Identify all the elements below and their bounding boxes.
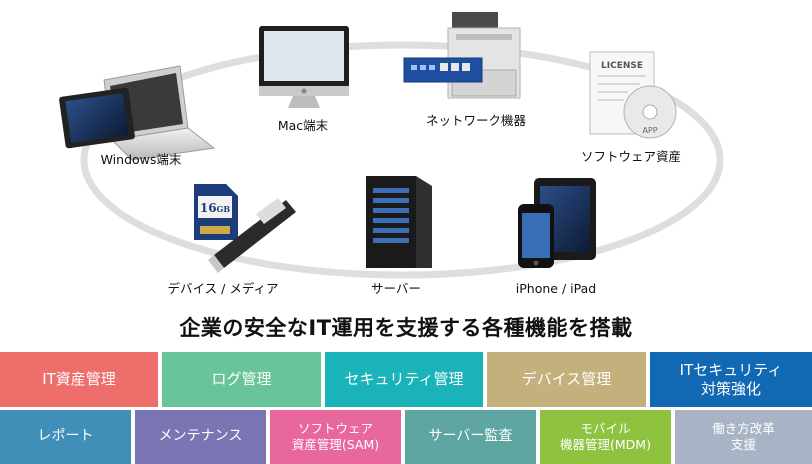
iphone-ipad-icon — [518, 178, 596, 268]
label-server: サーバー — [371, 281, 421, 296]
label-media: デバイス / メディア — [168, 281, 279, 296]
feature-label: ITセキュリティ — [679, 360, 783, 379]
feature-label: デバイス管理 — [521, 370, 612, 389]
feature-server-audit[interactable]: サーバー監査 — [405, 410, 536, 464]
label-windows: Windows端末 — [101, 152, 182, 167]
feature-log[interactable]: ログ管理 — [162, 352, 321, 407]
license-text: LICENSE — [601, 61, 643, 71]
sd-capacity-text: 16GB — [200, 201, 231, 215]
feature-it-security[interactable]: ITセキュリティ 対策強化 — [650, 352, 812, 407]
feature-label-2: 対策強化 — [700, 379, 761, 398]
server-rack-icon — [366, 176, 432, 268]
network-device-icon — [403, 12, 521, 99]
app-text: APP — [642, 126, 657, 135]
connection-ring — [80, 41, 724, 279]
label-iphone: iPhone / iPad — [516, 281, 596, 296]
label-network: ネットワーク機器 — [426, 113, 527, 128]
feature-report[interactable]: レポート — [0, 410, 131, 464]
feature-label: ソフトウェア — [297, 421, 373, 437]
windows-laptop-icon — [59, 65, 216, 161]
feature-label: レポート — [37, 428, 94, 445]
feature-device[interactable]: デバイス管理 — [487, 352, 646, 407]
sd-card-usb-icon: 16GB — [194, 184, 296, 273]
feature-security[interactable]: セキュリティ管理 — [325, 352, 483, 407]
headline: 企業の安全なIT運用を支援する各種機能を搭載 — [179, 316, 633, 340]
label-mac: Mac端末 — [278, 118, 329, 133]
feature-workstyle[interactable]: 働き方改革 支援 — [675, 410, 812, 464]
software-license-icon: LICENSE APP — [589, 51, 677, 139]
feature-mdm[interactable]: モバイル 機器管理(MDM) — [540, 410, 671, 464]
feature-label: メンテナンス — [158, 428, 243, 445]
label-software: ソフトウェア資産 — [581, 149, 681, 164]
feature-label: セキュリティ管理 — [344, 370, 464, 389]
feature-label: ログ管理 — [211, 370, 272, 389]
device-diagram: LICENSE APP 16GB Windows端末 — [59, 12, 724, 296]
mac-monitor-icon — [259, 26, 349, 108]
feature-label-2: 支援 — [730, 437, 756, 452]
feature-label: モバイル — [580, 421, 631, 437]
feature-sam[interactable]: ソフトウェア 資産管理(SAM) — [270, 410, 401, 464]
feature-it-asset[interactable]: IT資産管理 — [0, 352, 158, 407]
feature-label: サーバー監査 — [428, 428, 513, 445]
feature-label-2: 機器管理(MDM) — [560, 437, 651, 452]
feature-label: 働き方改革 — [712, 421, 775, 437]
feature-label-2: 資産管理(SAM) — [291, 437, 380, 452]
feature-maintenance[interactable]: メンテナンス — [135, 410, 266, 464]
feature-label: IT資産管理 — [42, 370, 116, 389]
